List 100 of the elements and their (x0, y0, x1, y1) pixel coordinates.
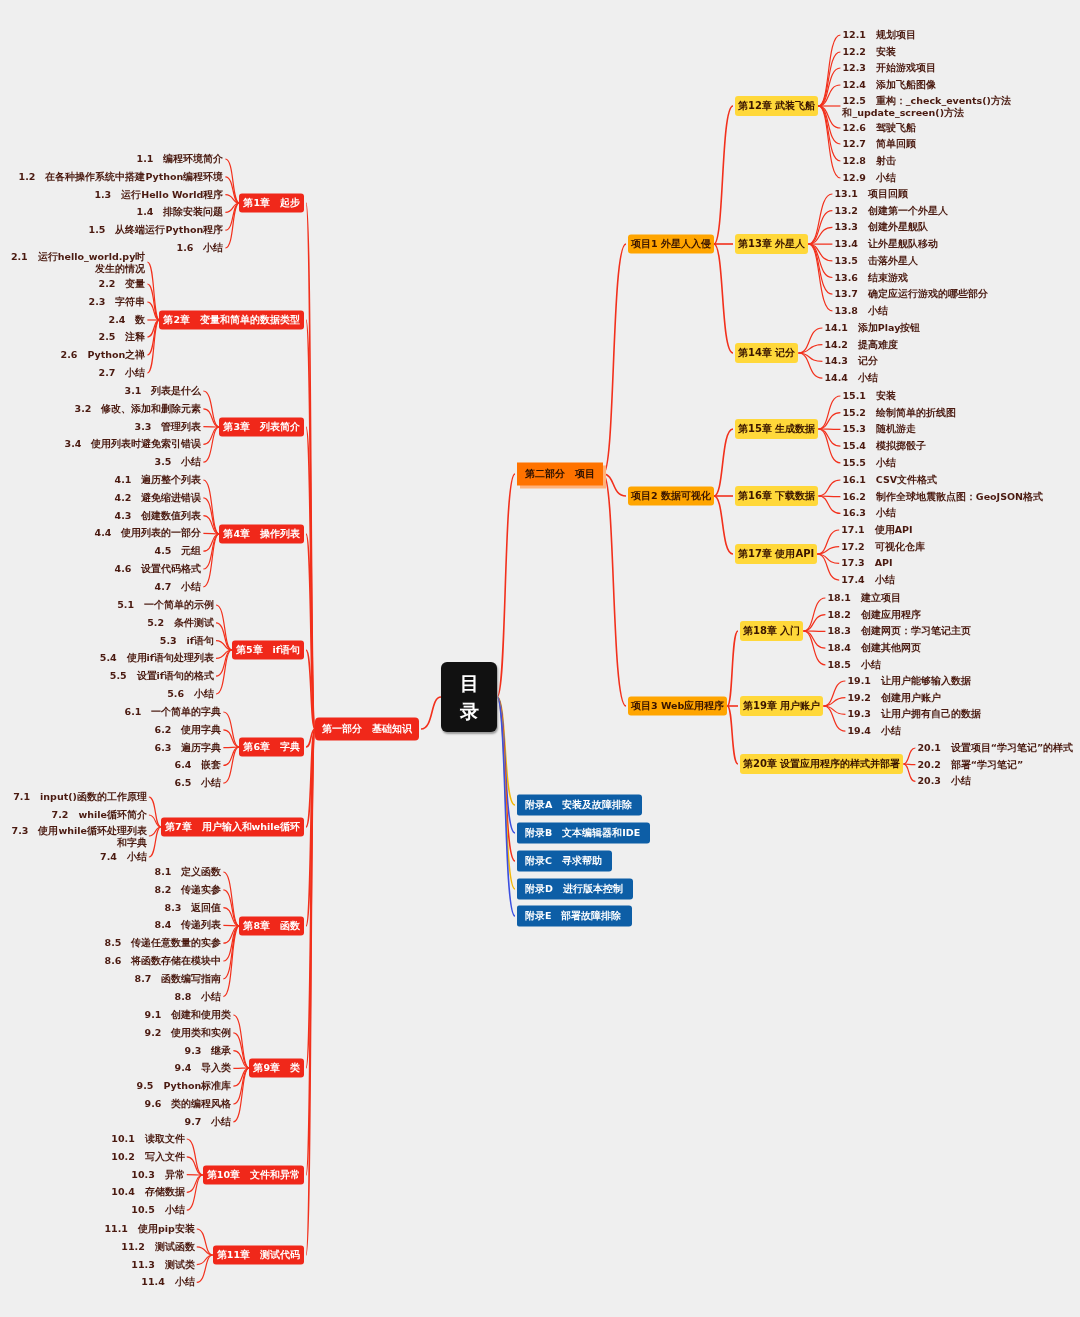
branch-line (222, 729, 240, 748)
branch-line (802, 630, 826, 666)
project-box: 项目2 数据可视化 (628, 486, 714, 506)
branch-line (202, 426, 220, 463)
branch-line (224, 202, 240, 231)
branch-line (224, 176, 240, 204)
branch-line (222, 746, 240, 784)
chapter-box: 第1章 起步 (239, 193, 304, 213)
section-title: 7.3 使用while循环处理列表和字典 (6, 824, 147, 848)
section-title: 13.2 创建第一个外星人 (834, 204, 948, 217)
branch-line (146, 319, 160, 321)
branch-line (215, 649, 233, 695)
section-title: 3.1 列表是什么 (124, 385, 202, 397)
section-title: 12.9 小结 (842, 172, 896, 184)
chapter-box: 第8章 函数 (239, 916, 304, 936)
section-title: 4.4 使用列表的一部分 (94, 527, 202, 540)
section-title: 8.6 将函数存储在模块中 (104, 955, 222, 967)
section-title: 3.5 小结 (154, 456, 202, 468)
section-title: 18.4 创建其他网页 (827, 642, 921, 654)
part-box: 第一部分 基础知识 (315, 717, 419, 741)
branch-line (305, 533, 316, 730)
section-title: 18.3 创建网页：学习笔记主页 (827, 625, 971, 638)
section-title: 13.7 确定应运行游戏的哪些部分 (834, 288, 988, 300)
section-title: 14.2 提高难度 (824, 338, 898, 351)
branch-line (148, 826, 162, 858)
section-title: 1.5 从终端运行Python程序 (88, 224, 224, 236)
branch-line (148, 796, 162, 828)
branch-line (817, 495, 841, 514)
section-title: 1.1 编程环境简介 (136, 153, 224, 165)
project-box: 项目1 外星人入侵 (628, 234, 714, 254)
branch-line (817, 105, 841, 179)
branch-line (222, 907, 240, 927)
branch-line (202, 390, 220, 428)
project-box: 项目3 Web应用程序 (628, 696, 728, 716)
section-title: 2.3 字符串 (88, 296, 146, 308)
branch-line (816, 553, 840, 581)
branch-line (797, 344, 823, 354)
chapter-box: 第17章 使用API (735, 544, 818, 564)
branch-line (817, 51, 841, 107)
chapter-box: 第4章 操作列表 (219, 524, 304, 544)
section-title: 7.1 input()函数的工作原理 (13, 791, 147, 803)
branch-line (146, 301, 160, 321)
section-title: 4.2 避免缩进错误 (114, 492, 202, 504)
branch-line (202, 426, 220, 445)
chapter-box: 第2章 变量和简单的数据类型 (159, 310, 304, 330)
section-title: 4.7 小结 (154, 581, 202, 593)
branch-line (148, 814, 162, 828)
section-title: 16.1 CSV文件格式 (842, 474, 938, 486)
chapter-box: 第13章 外星人 (735, 234, 809, 254)
branch-line (305, 728, 316, 748)
section-title: 15.2 绘制简单的折线图 (842, 406, 956, 419)
branch-line (713, 428, 734, 497)
section-title: 20.3 小结 (917, 775, 971, 788)
section-title: 10.5 小结 (131, 1204, 185, 1216)
section-title: 19.2 创建用户账户 (847, 691, 941, 704)
branch-line (713, 495, 734, 555)
branch-line (202, 515, 220, 535)
branch-line (186, 1138, 204, 1176)
branch-line (232, 1050, 250, 1069)
section-title: 14.3 记分 (824, 355, 878, 368)
branch-line (305, 649, 316, 730)
branch-line (232, 1067, 250, 1069)
section-title: 11.1 使用pip安装 (104, 1223, 195, 1235)
section-title: 8.2 传递实参 (154, 884, 222, 896)
branch-line (202, 532, 220, 535)
section-title: 9.2 使用类和实例 (144, 1027, 232, 1039)
appendix-box: 附录A 安装及故障排除 (517, 794, 643, 816)
branch-line (822, 697, 846, 707)
chapter-box: 第18章 入门 (740, 621, 804, 641)
section-title: 8.5 传递任意数量的实参 (104, 937, 222, 949)
branch-line (222, 924, 240, 927)
branch-line (222, 925, 240, 944)
branch-line (726, 705, 739, 765)
branch-line (817, 428, 841, 464)
branch-line (202, 533, 220, 588)
section-title: 14.4 小结 (824, 372, 878, 384)
section-title: 12.1 规划项目 (842, 29, 916, 41)
section-title: 2.5 注释 (98, 331, 146, 343)
branch-line (816, 546, 840, 555)
part-box: 第二部分 项目 (517, 462, 603, 486)
branch-line (215, 640, 233, 651)
section-title: 12.2 安装 (842, 46, 896, 58)
section-title: 5.1 一个简单的示例 (117, 599, 214, 611)
branch-line (726, 705, 739, 707)
section-title: 6.4 嵌套 (174, 759, 222, 772)
section-title: 3.4 使用列表时避免索引错误 (64, 438, 202, 451)
section-title: 17.2 可视化仓库 (841, 540, 925, 553)
branch-line (186, 1174, 204, 1211)
section-title: 1.2 在各种操作系统中搭建Python编程环境 (18, 171, 224, 183)
section-title: 5.4 使用if语句处理列表 (99, 652, 214, 665)
section-title: 19.3 让用户拥有自己的数据 (847, 708, 981, 721)
chapter-box: 第3章 列表简介 (219, 417, 304, 437)
section-title: 8.8 小结 (174, 990, 222, 1003)
chapter-box: 第10章 文件和异常 (202, 1165, 304, 1185)
branch-line (496, 696, 516, 806)
section-title: 6.3 遍历字典 (154, 741, 222, 754)
branch-line (196, 1228, 214, 1256)
section-title: 2.4 数 (108, 314, 146, 326)
section-title: 2.1 运行hello_world.py时发生的情况 (5, 250, 146, 274)
section-title: 17.1 使用API (841, 524, 913, 536)
